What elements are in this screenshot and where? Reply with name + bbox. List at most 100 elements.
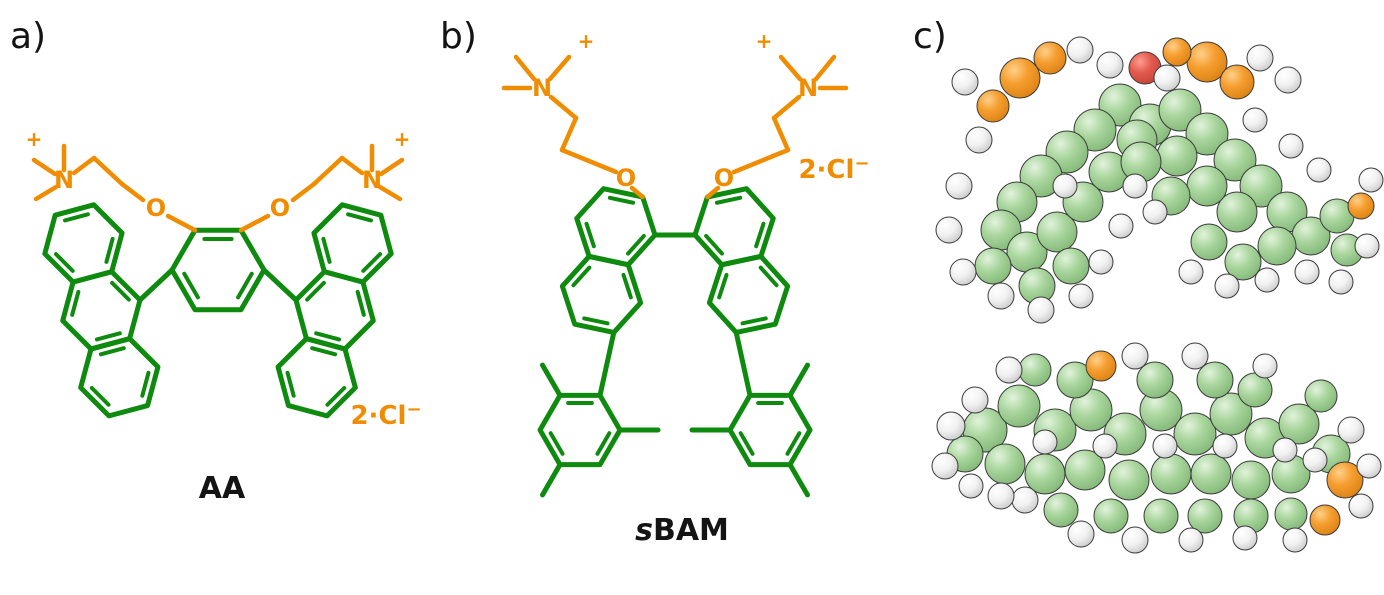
atom-sphere-H — [1272, 437, 1298, 463]
sbam-green-skeleton — [537, 186, 813, 498]
double-bond-line — [740, 316, 768, 326]
atom-sphere-H — [1214, 273, 1240, 299]
anthracene-ring — [78, 336, 161, 419]
double-bond-line — [305, 280, 326, 302]
double-bond-line — [314, 331, 342, 342]
atom-sphere-C — [1231, 460, 1271, 500]
atom-sphere-H — [961, 386, 989, 414]
atom-sphere-H — [1242, 107, 1268, 133]
nitrogen-label-right: N — [798, 74, 818, 102]
atom-sphere-C — [984, 443, 1026, 485]
atom-sphere-H — [1121, 526, 1149, 554]
atom-sphere-H — [1348, 493, 1374, 519]
atom-sphere-C — [1257, 226, 1297, 266]
mesityl-ring-right — [727, 392, 813, 468]
atom-sphere-H — [1356, 453, 1382, 479]
double-bond-line — [98, 346, 126, 357]
double-bond-line — [285, 370, 296, 398]
atom-sphere-H — [1153, 64, 1181, 92]
panel-a: a) — [0, 0, 430, 595]
double-bond-line — [140, 370, 151, 398]
atom-sphere-C — [1186, 165, 1228, 207]
atom-sphere-C — [1216, 191, 1258, 233]
atom-sphere-C — [1056, 361, 1094, 399]
oxygen-label-left: O — [146, 194, 166, 222]
atom-sphere-H — [1212, 433, 1238, 459]
atom-sphere-C — [1185, 112, 1229, 156]
atom-sphere-C — [1224, 243, 1262, 281]
plus-charge-right: + — [756, 29, 773, 53]
atom-sphere-P — [1347, 192, 1375, 220]
atom-sphere-P — [1219, 64, 1255, 100]
atom-sphere-H — [958, 473, 984, 499]
double-bond-line — [110, 280, 131, 302]
double-bond-line — [355, 289, 366, 317]
molecule-sbam-structure: b) — [440, 16, 870, 548]
double-bond-line — [785, 431, 802, 456]
double-bond-line — [595, 431, 612, 456]
atom-sphere-H — [1027, 296, 1055, 324]
double-bond-line — [717, 272, 729, 300]
model-bottom-cluster — [931, 342, 1382, 554]
atom-sphere-H — [1088, 249, 1114, 275]
atom-sphere-H — [931, 452, 959, 480]
atom-sphere-H — [1232, 525, 1258, 551]
atom-sphere-H — [987, 282, 1015, 310]
atom-sphere-H — [1068, 283, 1094, 309]
atom-sphere-P — [1326, 461, 1364, 499]
atom-sphere-H — [1052, 173, 1078, 199]
atom-sphere-H — [1096, 51, 1124, 79]
double-bond-line — [89, 386, 111, 407]
atom-sphere-C — [1043, 492, 1079, 528]
double-bond-line — [70, 289, 81, 317]
atom-sphere-H — [1152, 433, 1178, 459]
atom-sphere-H — [1306, 157, 1332, 183]
atom-sphere-C — [1156, 135, 1198, 177]
atom-sphere-C — [1150, 453, 1192, 495]
atom-sphere-H — [945, 172, 973, 200]
double-bond-line — [582, 316, 610, 326]
panel-c: c) — [905, 0, 1384, 595]
nitrogen-label-right: N — [362, 166, 382, 194]
molecule-name: sBAM — [635, 513, 729, 548]
atom-sphere-H — [936, 411, 966, 441]
oxygen-label-right: O — [714, 164, 734, 192]
double-bond-line — [571, 265, 592, 288]
oxygen-label-right: O — [270, 194, 290, 222]
atom-sphere-C — [1196, 361, 1234, 399]
atom-sphere-H — [1011, 486, 1039, 514]
anthracene-ring — [275, 336, 358, 419]
double-bond-line — [53, 252, 75, 273]
atom-sphere-C — [1187, 498, 1223, 534]
double-bond-line — [310, 346, 338, 357]
aa-orange-arms — [31, 143, 405, 233]
naphthalene-left — [559, 186, 658, 335]
model-top-cluster — [935, 36, 1384, 324]
atom-sphere-H — [1142, 199, 1168, 225]
atom-sphere-C — [1190, 223, 1228, 261]
atom-sphere-C — [1173, 412, 1217, 456]
atom-sphere-H — [1092, 433, 1118, 459]
double-bond-line — [754, 221, 766, 249]
double-bond-line — [325, 386, 347, 407]
atom-sphere-P — [1162, 37, 1192, 67]
atom-sphere-C — [1052, 247, 1090, 285]
naphthalene-ring — [706, 253, 791, 335]
panel-b-letter: b) — [440, 16, 477, 57]
oxygen-label-left: O — [616, 164, 636, 192]
anthracene-right — [275, 202, 394, 419]
double-bond-line — [704, 233, 724, 256]
atom-sphere-H — [1337, 416, 1365, 444]
double-bond-line — [758, 265, 779, 288]
atom-sphere-C — [997, 384, 1041, 428]
atom-sphere-C — [1239, 164, 1283, 208]
counterion-label: 2·Cl− — [350, 399, 421, 431]
atom-sphere-H — [1282, 527, 1308, 553]
atom-sphere-H — [1246, 44, 1274, 72]
double-bond-line — [94, 331, 122, 342]
atom-sphere-C — [1036, 211, 1078, 253]
panel-c-letter: c) — [913, 16, 947, 57]
atom-sphere-H — [1178, 527, 1204, 553]
atom-sphere-C — [1209, 392, 1253, 436]
sbam-orange-arms — [501, 54, 849, 200]
